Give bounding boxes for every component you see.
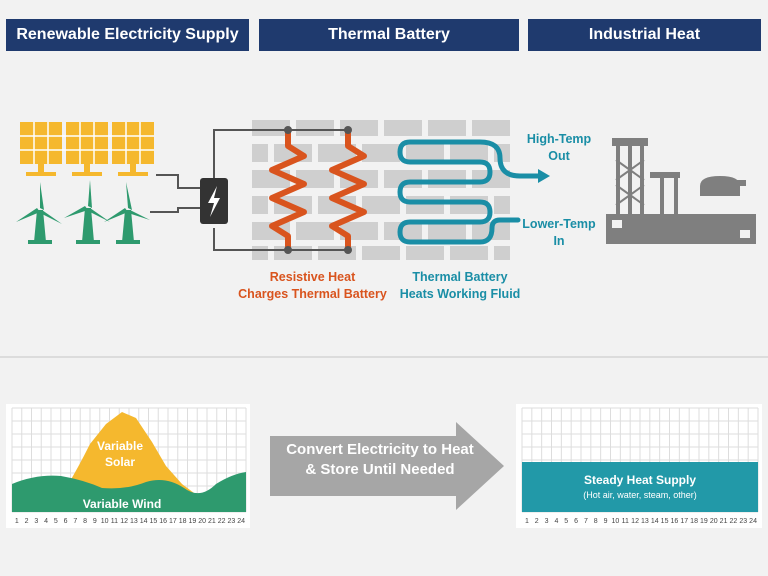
high-temp-arrow <box>538 169 550 183</box>
working-fluid-line2: Heats Working Fluid <box>399 287 521 301</box>
header-industrial-heat: Industrial Heat <box>528 19 761 51</box>
x-tick-label: 18 <box>179 518 187 525</box>
x-tick-label: 12 <box>631 518 639 525</box>
x-tick-label: 17 <box>680 518 688 525</box>
x-tick-label: 1 <box>15 518 19 525</box>
arrow-line1: Convert Electricity to Heat <box>286 441 474 458</box>
x-tick-label: 13 <box>641 518 649 525</box>
steady-heat-band <box>522 462 758 512</box>
x-tick-label: 1 <box>525 518 529 525</box>
steady-label: Steady Heat Supply <box>584 473 696 487</box>
solar-area <box>66 412 198 496</box>
high-temp-line2: Out <box>548 149 570 163</box>
low-temp-line2: In <box>553 234 565 248</box>
x-tick-label: 21 <box>208 518 216 525</box>
x-tick-label: 13 <box>130 518 138 525</box>
x-tick-label: 20 <box>710 518 718 525</box>
x-tick-label: 22 <box>218 518 226 525</box>
resistive-heater <box>269 132 367 250</box>
x-tick-label: 4 <box>44 518 48 525</box>
lightning-bolt-icon <box>200 178 228 224</box>
x-tick-label: 15 <box>661 518 669 525</box>
x-tick-label: 8 <box>83 518 87 525</box>
x-tick-label: 21 <box>720 518 728 525</box>
x-tick-label: 23 <box>227 518 235 525</box>
steady-supply-chart: Steady Heat Supply (Hot air, water, stea… <box>516 404 762 528</box>
steady-sub-label: (Hot air, water, steam, other) <box>583 490 697 500</box>
solar-label-line1: Variable <box>97 439 143 453</box>
x-tick-label: 22 <box>730 518 738 525</box>
x-tick-label: 8 <box>594 518 598 525</box>
x-tick-label: 4 <box>554 518 558 525</box>
arrow-line2: & Store Until Needed <box>305 461 455 478</box>
x-tick-label: 3 <box>545 518 549 525</box>
working-fluid-label: Thermal Battery Heats Working Fluid <box>390 269 530 303</box>
x-tick-label: 16 <box>671 518 679 525</box>
x-tick-label: 18 <box>690 518 698 525</box>
header-renewable-supply: Renewable Electricity Supply <box>6 19 249 51</box>
x-tick-label: 14 <box>140 518 148 525</box>
x-tick-label: 24 <box>749 518 757 525</box>
x-tick-label: 9 <box>93 518 97 525</box>
x-tick-label: 17 <box>169 518 177 525</box>
x-tick-label: 7 <box>584 518 588 525</box>
resistive-heat-line2: Charges Thermal Battery <box>238 287 387 301</box>
x-tick-label: 6 <box>574 518 578 525</box>
x-tick-label: 19 <box>188 518 196 525</box>
x-tick-label: 20 <box>198 518 206 525</box>
x-tick-label: 7 <box>73 518 77 525</box>
convert-arrow: Convert Electricity to Heat & Store Unti… <box>270 422 504 510</box>
solar-label-line2: Solar <box>105 455 135 469</box>
x-tick-label: 5 <box>564 518 568 525</box>
wind-label: Variable Wind <box>83 497 162 511</box>
x-tick-label: 23 <box>739 518 747 525</box>
x-tick-label: 6 <box>64 518 68 525</box>
x-tick-label: 2 <box>535 518 539 525</box>
wind-area <box>12 472 246 512</box>
low-temp-label: Lower-Temp In <box>516 216 602 250</box>
arrow-shape <box>270 422 504 510</box>
header-thermal-battery: Thermal Battery <box>259 19 519 51</box>
high-temp-label: High-Temp Out <box>516 131 602 165</box>
x-tick-label: 19 <box>700 518 708 525</box>
wind-turbine-icon <box>16 180 150 244</box>
electric-wires <box>150 129 348 251</box>
x-tick-label: 3 <box>34 518 38 525</box>
x-tick-label: 15 <box>149 518 157 525</box>
solar-panel-icon <box>20 122 154 176</box>
working-fluid-coil <box>397 139 543 245</box>
working-fluid-line1: Thermal Battery <box>412 270 508 284</box>
arrow-text: Convert Electricity to Heat & Store Unti… <box>270 440 490 480</box>
x-tick-label: 5 <box>54 518 58 525</box>
low-temp-line1: Lower-Temp <box>522 217 596 231</box>
thermal-battery-diagram <box>16 120 756 260</box>
resistive-heat-label: Resistive Heat Charges Thermal Battery <box>230 269 395 303</box>
x-tick-label: 10 <box>101 518 109 525</box>
factory-icon <box>606 138 756 244</box>
high-temp-line1: High-Temp <box>526 132 592 146</box>
x-tick-label: 2 <box>25 518 29 525</box>
x-tick-label: 24 <box>237 518 245 525</box>
x-tick-label: 11 <box>111 518 118 525</box>
x-tick-label: 10 <box>612 518 620 525</box>
x-tick-label: 9 <box>604 518 608 525</box>
resistive-heat-line1: Resistive Heat <box>269 270 356 284</box>
steady-supply-svg: Steady Heat Supply (Hot air, water, stea… <box>521 407 759 525</box>
section-divider <box>0 356 768 358</box>
x-tick-label: 14 <box>651 518 659 525</box>
heater-nodes <box>284 126 352 254</box>
x-tick-label: 12 <box>120 518 128 525</box>
x-tick-label: 11 <box>622 518 629 525</box>
x-tick-label: 16 <box>159 518 167 525</box>
